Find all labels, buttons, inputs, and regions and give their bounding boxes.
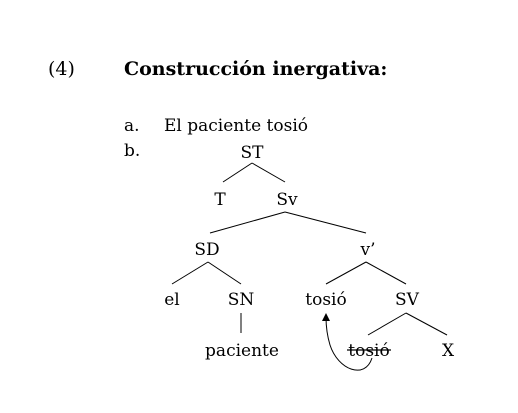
node-sv: Sv — [276, 190, 298, 210]
item-a-text: El paciente tosió — [164, 116, 308, 136]
node-el: el — [164, 290, 180, 310]
node-t: T — [214, 190, 226, 210]
node-x: X — [442, 341, 455, 361]
branch-st-sv — [251, 162, 286, 183]
branch-sv-sd — [209, 211, 286, 234]
branch-svp-x — [405, 312, 448, 336]
branch-vbar-tosio — [325, 261, 367, 285]
node-tosio-moved: tosió — [305, 290, 346, 310]
example-title: Construcción inergativa: — [124, 58, 388, 80]
node-sn: SN — [228, 290, 255, 310]
branch-vbar-svp — [365, 261, 407, 285]
item-a-label: a. — [124, 116, 140, 136]
node-paciente: paciente — [205, 341, 279, 361]
item-b-label: b. — [124, 141, 141, 161]
node-sd: SD — [194, 240, 219, 260]
branch-st-t — [222, 162, 253, 183]
branch-svp-trace — [367, 312, 407, 336]
branch-sv-vbar — [284, 211, 367, 234]
example-number: (4) — [48, 58, 75, 80]
branch-sd-sn — [207, 261, 242, 285]
tree-branches — [171, 162, 448, 336]
node-tosio-trace: tosió — [348, 341, 389, 361]
node-v-bar: v’ — [359, 240, 375, 260]
branch-sd-el — [171, 261, 209, 285]
movement-arrow — [322, 313, 373, 371]
node-sv-phrase: SV — [395, 290, 420, 310]
node-st: ST — [241, 143, 265, 163]
